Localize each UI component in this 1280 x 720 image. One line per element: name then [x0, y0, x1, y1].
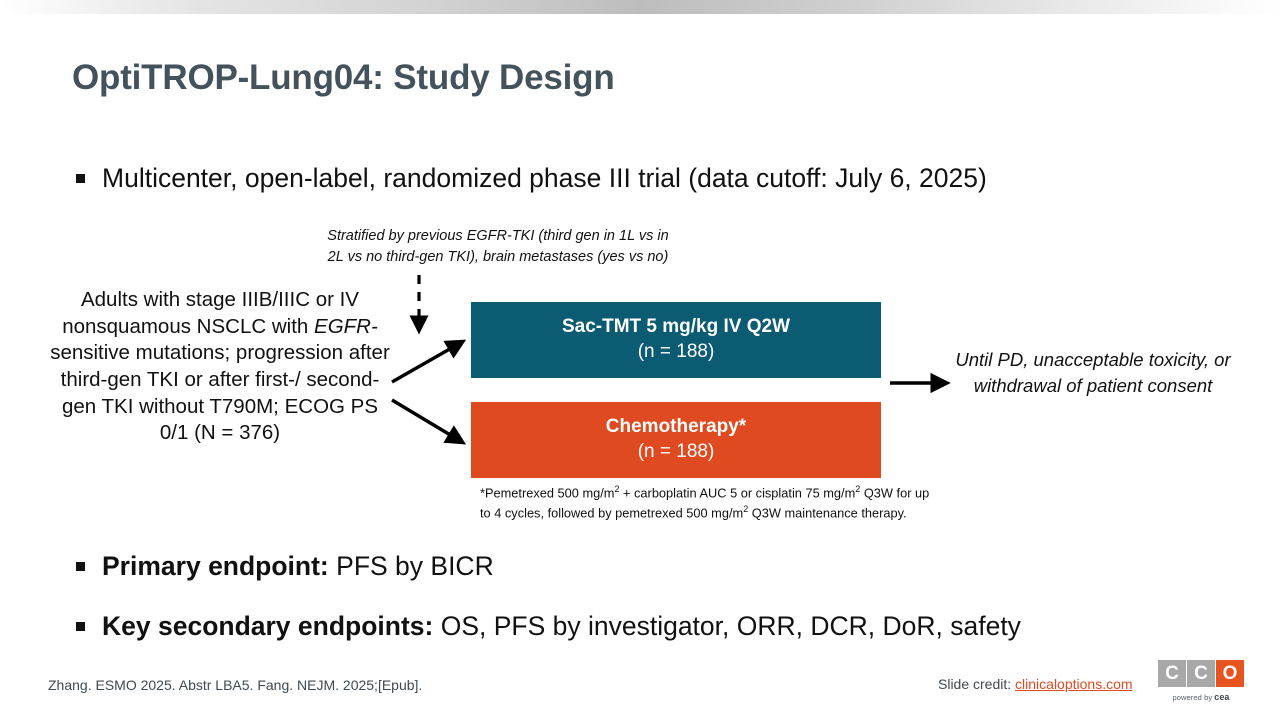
bullet-primary-endpoint-text: Primary endpoint: PFS by BICR: [102, 551, 494, 582]
bullet-primary-endpoint: Primary endpoint: PFS by BICR: [76, 551, 494, 582]
square-bullet-icon: [76, 562, 85, 571]
population-line-4: after third-gen TKI or after first-/: [60, 341, 390, 391]
footnote-part-3: maintenance therapy.: [784, 505, 907, 521]
population-line-3: sensitive mutations; progression: [50, 341, 344, 365]
bullet-trial-design: Multicenter, open-label, randomized phas…: [76, 163, 987, 194]
arm-experimental-n: (n = 188): [637, 340, 715, 362]
outcome-note-line3: patient consent: [1086, 374, 1213, 396]
bullet-secondary-endpoints: Key secondary endpoints: OS, PFS by inve…: [76, 611, 1021, 642]
arm-experimental-title: Sac-TMT 5 mg/kg IV Q2W: [561, 315, 791, 337]
population-line-6: ECOG PS 0/1: [159, 394, 379, 445]
treatment-arm-experimental: Sac-TMT 5 mg/kg IV Q2W (n = 188): [471, 302, 881, 378]
cco-tagline-brand: cea: [1214, 692, 1230, 702]
source-citation: Zhang. ESMO 2025. Abstr LBA5. Fang. NEJM…: [48, 677, 423, 693]
arrow-to-experimental-arm: [391, 339, 467, 384]
slide-credit: Slide credit: clinicaloptions.com: [938, 676, 1133, 692]
arm-control-n: (n = 188): [637, 440, 715, 462]
square-bullet-icon: [76, 174, 85, 183]
footnote-sup-2: 2: [855, 484, 861, 494]
outcome-note-line2: toxicity, or withdrawal of: [973, 349, 1231, 396]
primary-endpoint-value: PFS by BICR: [336, 551, 494, 581]
footnote-part-2c: Q3W: [748, 505, 781, 521]
top-decorative-band: [0, 0, 1280, 14]
population-line-2-prefix: nonsquamous NSCLC with: [62, 314, 315, 338]
primary-endpoint-label: Primary endpoint:: [102, 551, 329, 581]
outcome-note-line1: Until PD, unacceptable: [955, 349, 1144, 370]
footnote-sup-3: 2: [743, 504, 749, 515]
population-gene-emphasis: EGFR-: [314, 314, 378, 338]
footnote-part-1c: + carboplatin AUC 5 or cisplatin 75 mg/m: [619, 485, 856, 501]
stratification-note: Stratified by previous EGFR-TKI (third g…: [296, 226, 700, 269]
arrow-to-control-arm: [391, 398, 467, 445]
treatment-duration-note: Until PD, unacceptable toxicity, or with…: [945, 347, 1241, 398]
cco-logo-letter-c1: C: [1158, 660, 1187, 687]
cco-logo-letter-c2: C: [1187, 660, 1216, 687]
square-bullet-icon: [76, 622, 85, 631]
bullet-secondary-endpoints-text: Key secondary endpoints: OS, PFS by inve…: [102, 611, 1021, 642]
population-line-1: Adults with stage IIIB/IIIC or IV: [80, 288, 359, 311]
cco-logo-letters: C C O: [1158, 660, 1244, 687]
clinicaloptions-link[interactable]: clinicaloptions.com: [1015, 676, 1133, 692]
population-total-n: (N = 376): [194, 421, 281, 445]
cco-tagline-prefix: powered by: [1172, 692, 1213, 702]
secondary-endpoints-value: OS, PFS by investigator, ORR, DCR, DoR, …: [440, 611, 1021, 641]
footnote-part-2a: Q3W for up to 4 cycles, followed by peme…: [480, 485, 930, 521]
secondary-endpoints-label: Key secondary endpoints:: [102, 611, 434, 641]
treatment-arm-control: Chemotherapy* (n = 188): [471, 402, 881, 478]
cco-logo-letter-o: O: [1216, 660, 1244, 687]
slide-credit-prefix: Slide credit:: [938, 676, 1016, 692]
footnote-part-1a: *Pemetrexed 500 mg/m: [480, 485, 615, 501]
stratification-note-line1: Stratified by previous EGFR-TKI (third g…: [327, 228, 669, 244]
population-line-5: second-gen TKI without T790M;: [61, 367, 380, 418]
page-title: OptiTROP-Lung04: Study Design: [72, 58, 615, 97]
stratification-note-line2: 2L vs no third-gen TKI), brain metastase…: [327, 249, 669, 266]
chemotherapy-regimen-footnote: *Pemetrexed 500 mg/m2 + carboplatin AUC …: [480, 483, 940, 523]
footnote-sup-1: 2: [614, 484, 620, 494]
study-population-block: Adults with stage IIIB/IIIC or IV nonsqu…: [48, 287, 392, 447]
arm-control-title: Chemotherapy*: [605, 415, 747, 437]
bullet-trial-design-text: Multicenter, open-label, randomized phas…: [102, 163, 987, 193]
